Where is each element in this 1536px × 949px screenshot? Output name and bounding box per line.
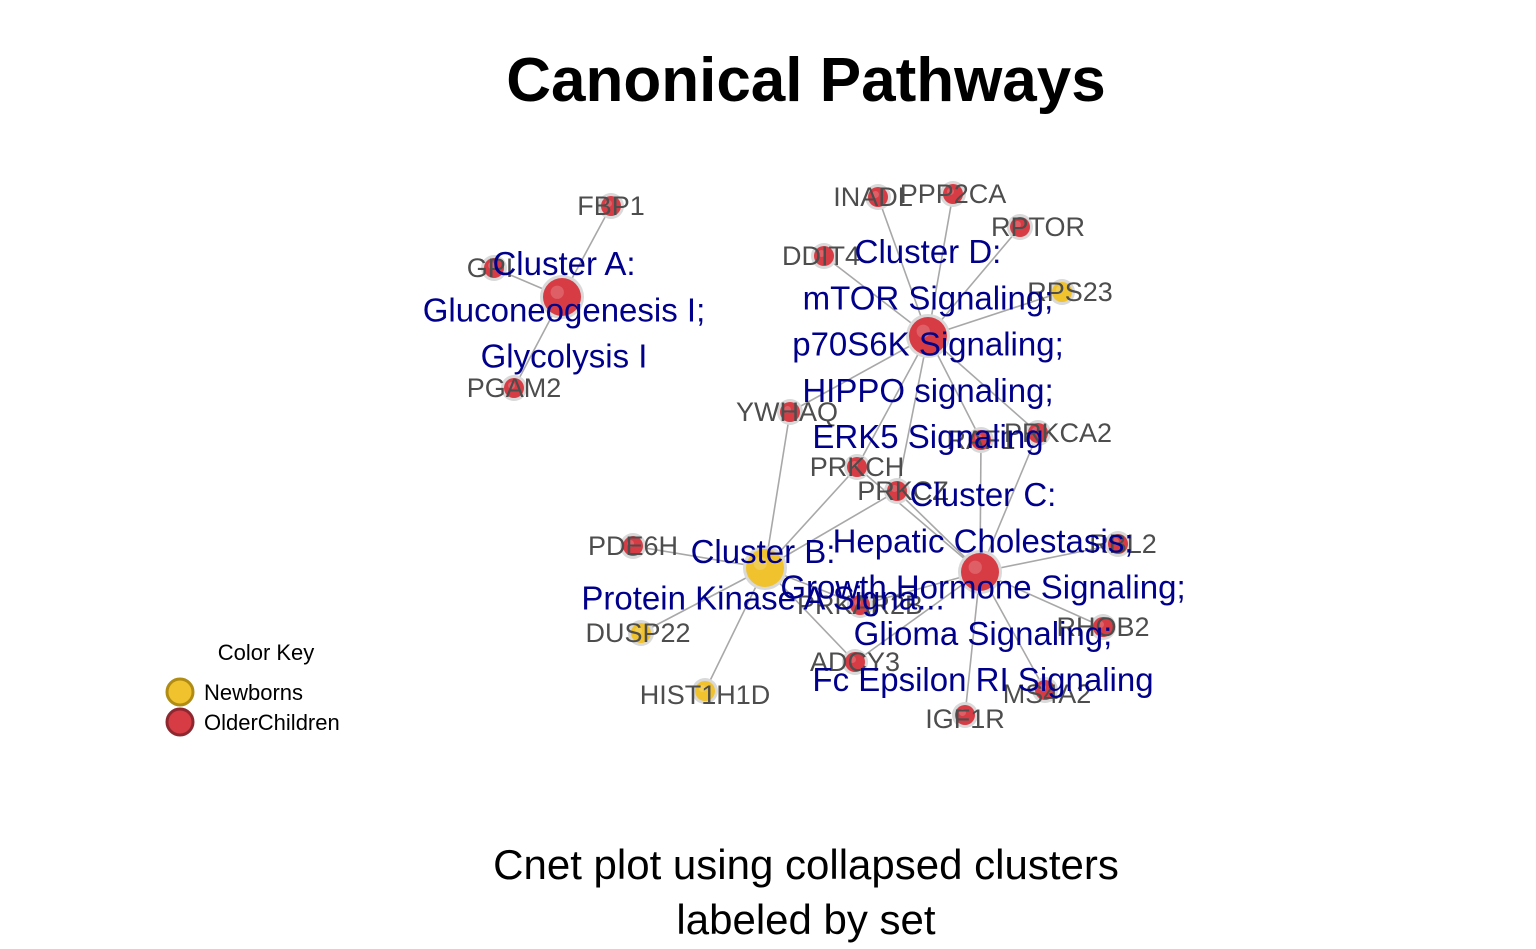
gene-label-prkca2: PRKCA2	[1004, 418, 1112, 448]
gene-node-gpi	[481, 255, 507, 281]
cluster-c-label-line-3: Growth Hormone Signaling;	[780, 569, 1185, 606]
cluster-c-label-line-2: Hepatic Cholestasis;	[833, 522, 1134, 559]
gene-label-hist1h1d: HIST1H1D	[640, 680, 771, 710]
gene-node-adcy3	[842, 649, 868, 675]
cluster-node-a	[540, 275, 584, 319]
gene-node-ywhaq	[777, 399, 803, 425]
edge-b-ywhaq	[764, 411, 791, 569]
edge-d-prkcz	[896, 335, 929, 492]
cluster-c-label-line-5: Fc Epsilon RI Signaling	[812, 661, 1153, 698]
gene-label-ppp2ca: PPP2CA	[900, 179, 1007, 209]
gene-node-prkca2	[1025, 420, 1051, 446]
legend-swatch-olderchildren	[165, 707, 195, 737]
edge-c-prkch	[856, 466, 981, 573]
edge-c-adcy3	[854, 571, 981, 663]
gene-label-rbl2: RBL2	[1089, 529, 1157, 559]
cluster-d-label-line-1: Cluster D:	[855, 233, 1002, 270]
gene-node-hist1h1d	[692, 678, 718, 704]
gene-node-ms4a2	[1032, 677, 1058, 703]
cluster-b-label-line-2: Protein Kinase A Signa...	[581, 579, 944, 616]
cluster-label-layer: Cluster A: Gluconeogenesis I; Glycolysis I…	[423, 233, 1186, 698]
edge-d-ywhaq	[789, 335, 929, 413]
cluster-d-label-line-2: mTOR Signaling;	[803, 279, 1054, 316]
gene-label-prkcz: PRKCZ	[857, 476, 949, 506]
gene-label-rhob2: RHOB2	[1056, 612, 1149, 642]
edge-c-ms4a2	[979, 571, 1046, 691]
gene-node-ddit4	[811, 243, 837, 269]
gene-node-prkcz	[884, 478, 910, 504]
cluster-b-label-line-1: Cluster B:	[691, 533, 836, 570]
gene-label-raf1: RAF1	[946, 425, 1015, 455]
edge-d-ppp2ca	[927, 193, 954, 337]
gene-label-ywhaq: YWHAQ	[736, 397, 838, 427]
edge-d-inadl	[877, 196, 929, 337]
gene-label-gpi: GPI	[467, 253, 514, 283]
gene-node-raf1	[968, 427, 994, 453]
gene-node-rbl2	[1105, 531, 1131, 557]
edge-layer	[493, 193, 1119, 716]
gene-node-prkch	[844, 454, 870, 480]
cluster-a-label-line-1: Cluster A:	[492, 245, 635, 282]
cluster-d-label-line-4: HIPPO signaling;	[802, 372, 1053, 409]
gene-label-rptor: RPTOR	[991, 212, 1085, 242]
gene-label-ddit4: DDIT4	[782, 241, 860, 271]
color-key-legend: Color Key Newborns OlderChildren	[165, 640, 340, 737]
edge-d-rps23	[927, 291, 1063, 337]
edge-d-prkca2	[927, 335, 1039, 434]
gene-node-dusp22	[628, 620, 654, 646]
gene-label-adcy3: ADCY3	[810, 647, 900, 677]
gene-node-rhob2	[1090, 614, 1116, 640]
gene-label-prkar2b: PRKAR2B	[797, 590, 923, 620]
edge-c-raf1	[979, 439, 982, 573]
edge-c-rbl2	[979, 543, 1119, 573]
gene-label-igf1r: IGF1R	[925, 704, 1005, 734]
cluster-d-label-line-3: p70S6K Signaling;	[792, 326, 1064, 363]
edge-b-prkcz	[764, 490, 898, 569]
gene-node-igf1r	[952, 702, 978, 728]
edge-c-igf1r	[964, 571, 981, 716]
edge-d-prkch	[856, 335, 929, 468]
cluster-c-label-line-1: Cluster C:	[910, 476, 1057, 513]
legend-title: Color Key	[218, 640, 315, 665]
cluster-node-c	[958, 550, 1002, 594]
cluster-node-b	[743, 546, 787, 590]
legend-swatch-newborns	[165, 677, 195, 707]
page-title: Canonical Pathways	[506, 46, 1106, 115]
gene-node-pgam2	[501, 375, 527, 401]
caption-line-2: labeled by set	[676, 896, 936, 943]
edge-c-rhob2	[979, 571, 1104, 628]
node-layer	[481, 181, 1131, 728]
edge-b-hist1h1d	[704, 567, 766, 692]
gene-node-pde6h	[620, 533, 646, 559]
gene-label-ms4a2: MS4A2	[1003, 679, 1092, 709]
edge-c-prkca2	[979, 432, 1039, 573]
edge-b-pde6h	[632, 545, 766, 569]
edge-b-prkch	[764, 466, 858, 569]
legend-label-olderchildren: OlderChildren	[204, 710, 340, 735]
gene-node-ppp2ca	[940, 181, 966, 207]
caption-line-1: Cnet plot using collapsed clusters	[493, 841, 1119, 888]
gene-node-rps23	[1049, 279, 1075, 305]
gene-node-rptor	[1007, 214, 1033, 240]
gene-node-fbp1	[598, 193, 624, 219]
cluster-node-d	[906, 314, 950, 358]
gene-label-dusp22: DUSP22	[585, 618, 690, 648]
gene-label-pgam2: PGAM2	[467, 373, 562, 403]
cluster-d-label-line-5: ERK5 Signaling	[812, 418, 1043, 455]
edge-b-dusp22	[640, 567, 766, 634]
gene-node-inadl	[865, 184, 891, 210]
gene-node-prkar2b	[847, 592, 873, 618]
cluster-c-label-line-4: Glioma Signaling;	[854, 615, 1113, 652]
gene-label-rps23: RPS23	[1027, 277, 1113, 307]
gene-label-inadl: INADL	[833, 182, 913, 212]
gene-label-fbp1: FBP1	[577, 191, 645, 221]
cluster-a-label-line-3: Glycolysis I	[481, 338, 648, 375]
gene-label-pde6h: PDE6H	[588, 531, 678, 561]
gene-label-prkch: PRKCH	[810, 452, 905, 482]
legend-label-newborns: Newborns	[204, 680, 303, 705]
edge-d-rptor	[927, 226, 1021, 337]
cluster-a-label-line-2: Gluconeogenesis I;	[423, 291, 706, 328]
